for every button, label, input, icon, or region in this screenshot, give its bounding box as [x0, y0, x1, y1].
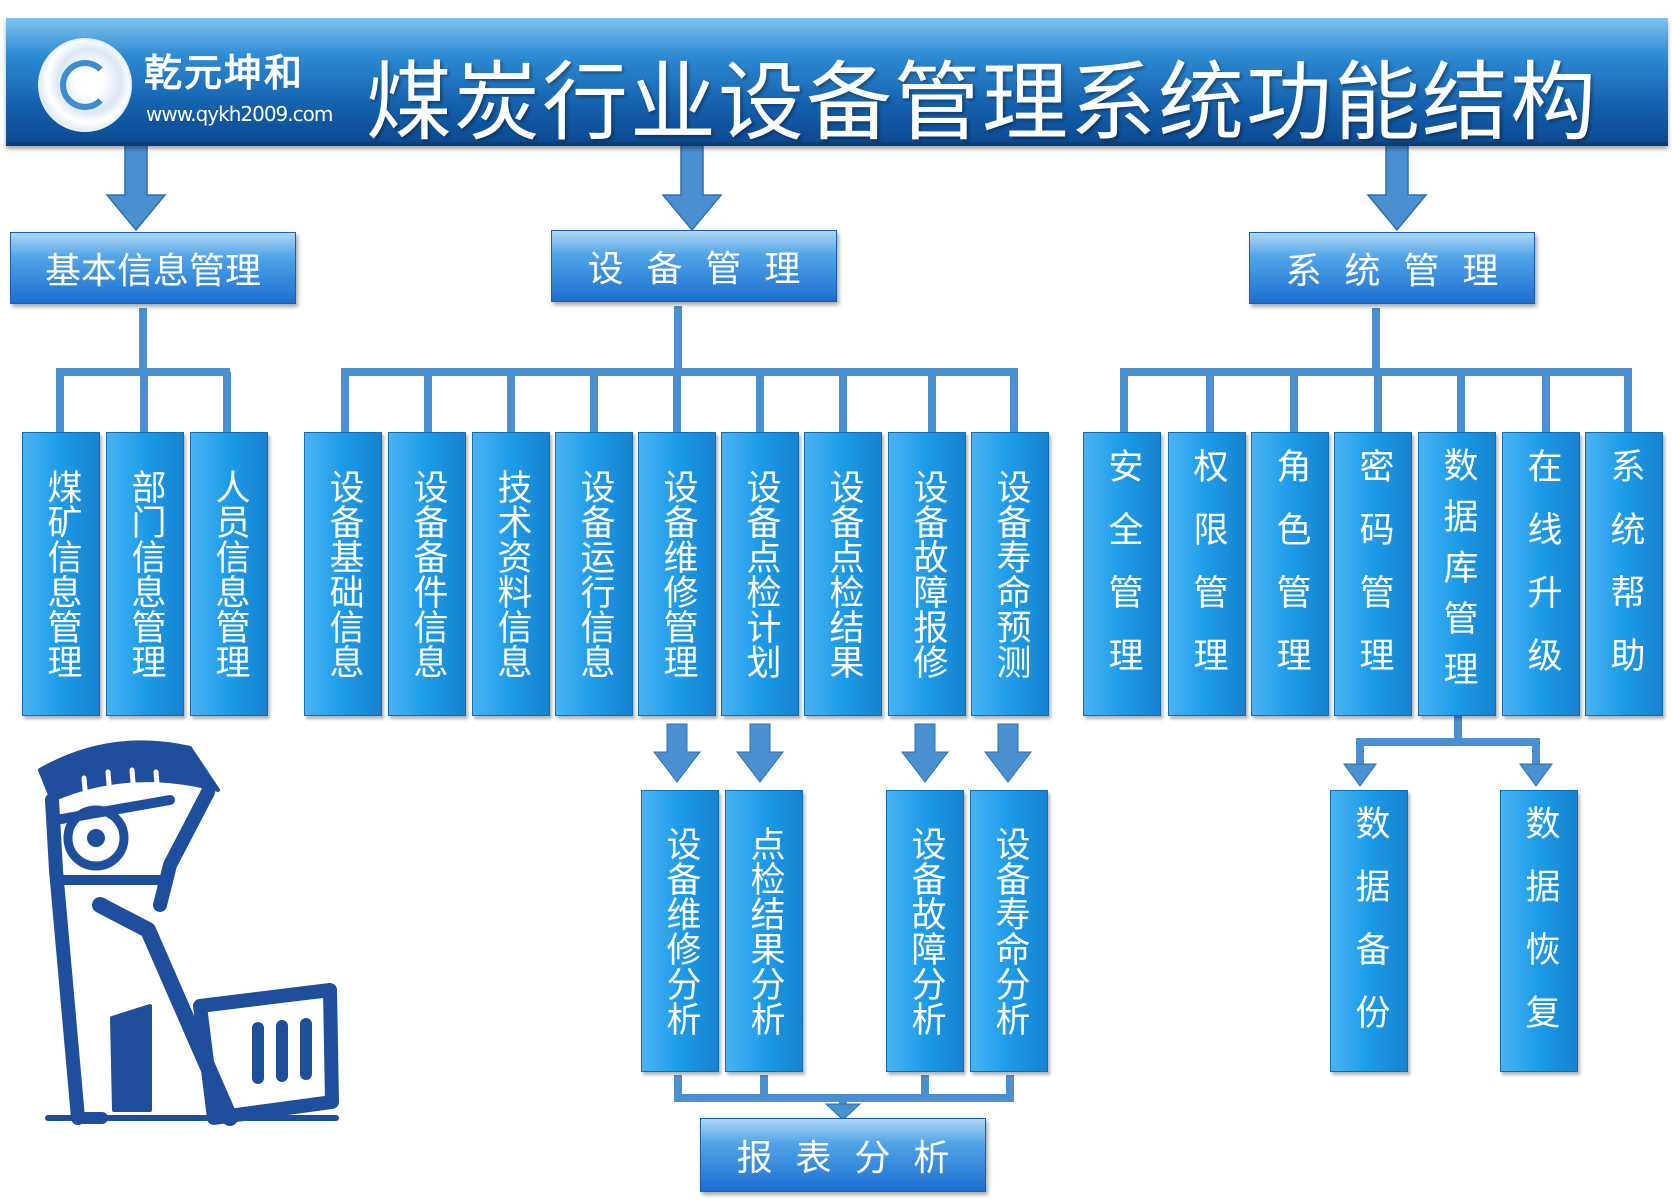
module-basic-info[interactable]: 基本信息管理 — [10, 232, 296, 304]
item-data-backup[interactable]: 数据备份 — [1330, 790, 1408, 1072]
item-maintenance-mgmt[interactable]: 设备维修管理 — [638, 432, 716, 716]
brand-name: 乾元坤和 — [144, 51, 305, 95]
item-personnel-info[interactable]: 人员信息管理 — [190, 432, 268, 716]
item-permission-mgmt[interactable]: 权限管理 — [1168, 432, 1246, 716]
item-fault-report[interactable]: 设备故障报修 — [888, 432, 966, 716]
company-logo — [38, 38, 132, 132]
item-operation-info[interactable]: 设备运行信息 — [555, 432, 633, 716]
page-title: 煤炭行业设备管理系统功能结构 — [366, 53, 1598, 153]
item-equipment-basic-info[interactable]: 设备基础信息 — [304, 432, 382, 716]
item-department-info[interactable]: 部门信息管理 — [106, 432, 184, 716]
item-online-upgrade[interactable]: 在线升级 — [1502, 432, 1580, 716]
item-data-restore[interactable]: 数据恢复 — [1500, 790, 1578, 1072]
brand-url: www.qykh2009.com — [146, 102, 333, 126]
module-system[interactable]: 系 统 管 理 — [1249, 232, 1535, 304]
item-inspection-analysis[interactable]: 点检结果分析 — [725, 790, 803, 1072]
item-inspection-result[interactable]: 设备点检结果 — [804, 432, 882, 716]
item-system-help[interactable]: 系统帮助 — [1585, 432, 1663, 716]
item-life-prediction[interactable]: 设备寿命预测 — [971, 432, 1049, 716]
item-life-analysis[interactable]: 设备寿命分析 — [970, 790, 1048, 1072]
item-technical-docs[interactable]: 技术资料信息 — [472, 432, 550, 716]
item-spare-parts-info[interactable]: 设备备件信息 — [388, 432, 466, 716]
module-equipment[interactable]: 设 备 管 理 — [551, 230, 837, 302]
dragon-swirl-icon — [60, 60, 110, 110]
module-report-analysis[interactable]: 报 表 分 析 — [700, 1118, 986, 1192]
item-security-mgmt[interactable]: 安全管理 — [1083, 432, 1161, 716]
item-inspection-plan[interactable]: 设备点检计划 — [721, 432, 799, 716]
item-maintenance-analysis[interactable]: 设备维修分析 — [641, 790, 719, 1072]
item-database-mgmt[interactable]: 数据库管理 — [1418, 432, 1496, 716]
item-coal-mine-info[interactable]: 煤矿信息管理 — [22, 432, 100, 716]
item-fault-analysis[interactable]: 设备故障分析 — [886, 790, 964, 1072]
header-banner: 乾元坤和 www.qykh2009.com 煤炭行业设备管理系统功能结构 — [6, 18, 1668, 153]
item-password-mgmt[interactable]: 密码管理 — [1334, 432, 1412, 716]
item-role-mgmt[interactable]: 角色管理 — [1251, 432, 1329, 716]
